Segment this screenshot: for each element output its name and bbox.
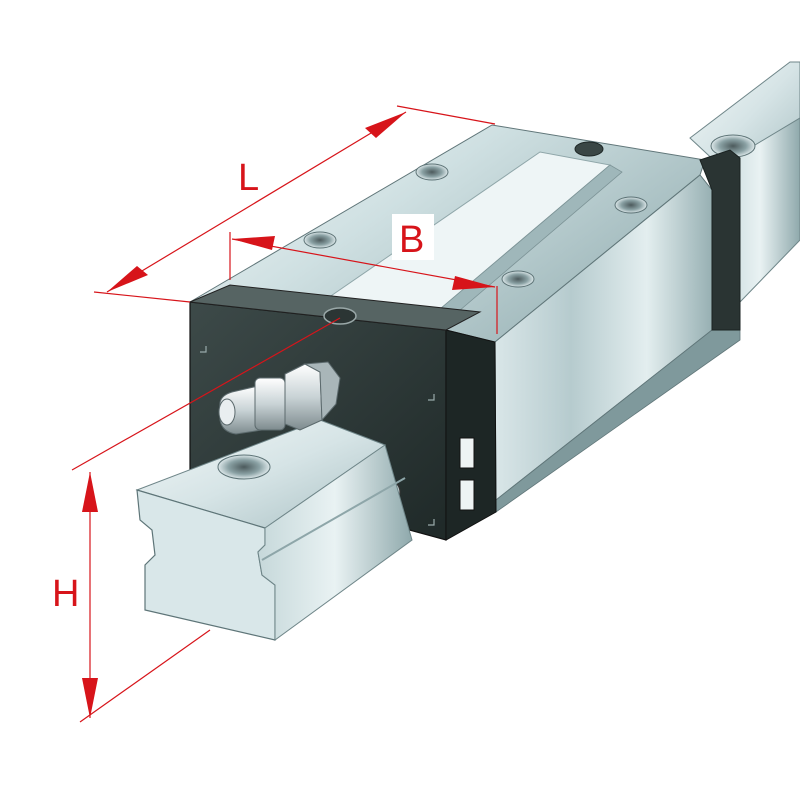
guide-rail-front [135, 419, 413, 641]
dimension-H-label: H [52, 573, 79, 615]
seal-slot-2 [459, 479, 475, 511]
dimension-B: B [229, 214, 498, 334]
seal-slot-1 [459, 437, 475, 469]
dimension-B-label: B [399, 219, 424, 261]
top-mounting-hole-2 [303, 231, 337, 249]
dimension-H-arrow-start [82, 472, 98, 512]
dimension-L-label: L [238, 157, 259, 199]
grease-nipple [218, 361, 341, 435]
dimension-B-arrow-end [452, 276, 495, 290]
dimension-B-arrow-start [232, 236, 275, 250]
dimension-L: L [93, 105, 496, 303]
carriage-body [188, 124, 741, 513]
top-lube-port [574, 141, 604, 157]
top-mounting-hole-1 [415, 163, 449, 181]
dimension-L-arrow-start [107, 266, 148, 292]
top-mounting-hole-3 [614, 196, 648, 214]
rail-front-mounting-hole [217, 454, 271, 480]
dimension-L-arrow-end [365, 112, 406, 138]
cap-lube-port [323, 307, 357, 325]
dimension-H: H [52, 317, 341, 723]
dimension-H-arrow-end [82, 678, 98, 718]
dimension-B-label-bg [392, 214, 434, 260]
top-mounting-hole-4 [501, 270, 535, 288]
